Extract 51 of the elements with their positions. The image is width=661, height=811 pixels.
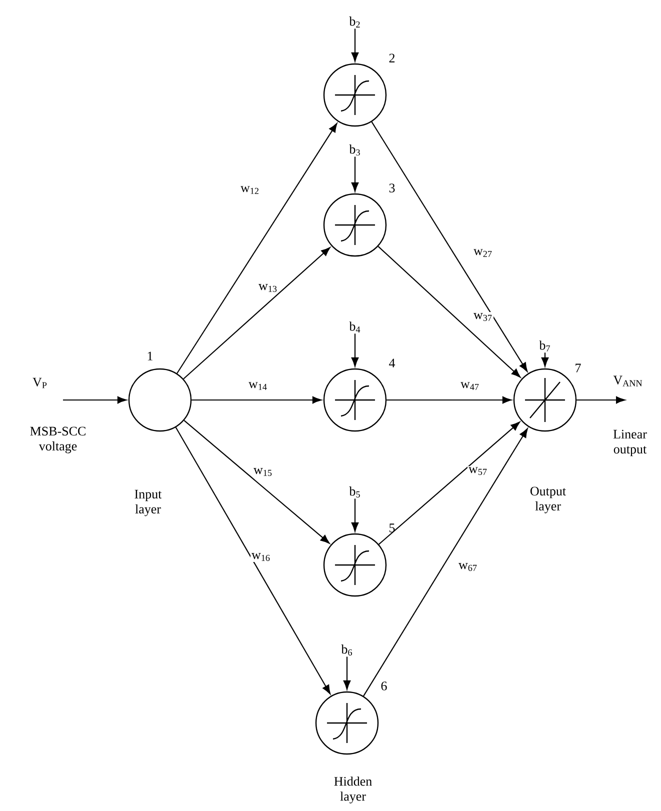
arrow (184, 420, 330, 544)
node-number: 7 (576, 364, 581, 372)
arrow (183, 247, 330, 380)
neuron-circle (323, 533, 387, 597)
arrow (351, 156, 359, 192)
edge-label: w$_{13}$ (258, 283, 278, 293)
layer-label: Input layer (134, 490, 162, 516)
arrow (378, 246, 521, 378)
edge-label: V$_{P}$ (32, 376, 48, 390)
edge-label: w$_{14}$ (248, 381, 268, 391)
neuron-circle (323, 63, 387, 127)
edge-label: w$_{12}$ (240, 185, 260, 195)
edge-label: w$_{15}$ (252, 467, 274, 477)
bias-label: b$_{5}$ (349, 486, 360, 498)
edge-label: w$_{16}$ (250, 552, 272, 562)
edge-label: w$_{37}$ (472, 312, 494, 322)
edge-label: V$_{ANN}$ (612, 374, 644, 388)
arrow (351, 28, 359, 62)
bias-label: b$_{4}$ (349, 322, 360, 332)
bias-label: b$_{6}$ (341, 644, 352, 656)
edge-label: w$_{67}$ (458, 562, 478, 572)
neuron-circle (128, 368, 192, 432)
edge-label: w$_{27}$ (472, 248, 494, 258)
arrow (541, 352, 549, 367)
arrow (386, 396, 512, 404)
neuron-circle (513, 368, 577, 432)
node-number: 6 (381, 682, 387, 690)
layer-label: Output layer (530, 486, 566, 514)
edge-label: w$_{57}$ (468, 466, 488, 476)
arrow (351, 334, 359, 367)
arrow (192, 396, 322, 404)
arrow (63, 396, 127, 404)
edge-label: w$_{47}$ (460, 381, 480, 391)
arrow (378, 422, 520, 545)
bias-label: b$_{2}$ (349, 16, 360, 28)
arrow (176, 123, 338, 374)
arrow (363, 428, 528, 696)
arrow (576, 396, 626, 404)
neuron-circle (315, 691, 379, 755)
bias-label: b$_{3}$ (349, 144, 360, 156)
arrow (343, 656, 351, 690)
node-number: 2 (389, 54, 395, 62)
node-number: 4 (389, 358, 396, 368)
node-number: 3 (389, 184, 395, 192)
neuron-circle (323, 368, 387, 432)
neuron-circle (323, 193, 387, 257)
node-number: 1 (148, 352, 152, 360)
arrow (371, 122, 528, 372)
arrow (351, 498, 359, 532)
bias-label: b$_{7}$ (539, 340, 550, 352)
arrow (175, 427, 331, 694)
